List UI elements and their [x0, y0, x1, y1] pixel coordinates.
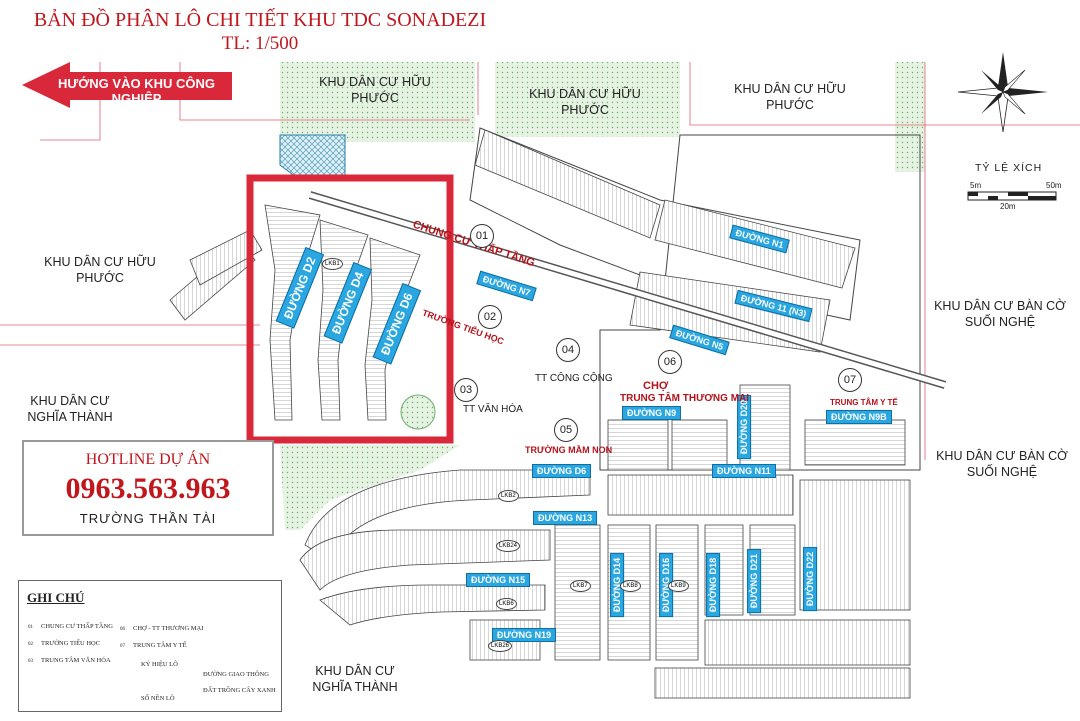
legend-item-cho: CHỢ - TT THƯƠNG MẠI: [133, 625, 204, 632]
road-label-d22: ĐƯỜNG D22: [803, 546, 818, 612]
zone-nghia-thanh-1: KHU DÂN CƯ NGHĨA THÀNH: [10, 393, 130, 425]
road-label-n9: ĐƯỜNG N9: [622, 406, 682, 420]
zone-ban-co-2-line2: SUỐI NGHỆ: [966, 465, 1038, 479]
road-label-n19: ĐƯỜNG N19: [492, 628, 557, 642]
road-label-n9b: ĐƯỜNG N9B: [826, 410, 892, 424]
legend-code-01: 01: [28, 625, 33, 630]
label-cho: CHỢ: [643, 380, 669, 392]
hotline-label: HOTLINE DỰ ÁN: [85, 451, 211, 468]
road-label-n13: ĐƯỜNG N13: [533, 511, 598, 525]
zone-huu-phuoc-3: KHU DÂN CƯ HỮU PHƯỚC: [734, 82, 846, 112]
legend-item-y-te: TRUNG TÂM Y TẾ: [133, 642, 187, 649]
legend-code-06: 06: [120, 627, 125, 632]
lot-label-lkb24: LKB24: [496, 540, 521, 552]
zone-huu-phuoc-1: KHU DÂN CƯ HỮU PHƯỚC: [319, 75, 431, 105]
zone-nghia-thanh-1-line1: KHU DÂN CƯ: [30, 394, 110, 408]
zone-ban-co-2: KHU DÂN CƯ BÀN CỜ SUỐI NGHỆ: [932, 448, 1072, 480]
label-tt-thuong-mai: TRUNG TÂM THƯƠNG MẠI: [620, 393, 750, 404]
lot-label-lkb26: LKB26: [488, 640, 513, 652]
map-scale-text: TL: 1/500: [221, 33, 299, 54]
legend-item-ky-hieu-lo: KÝ HIỆU LÔ: [141, 661, 178, 668]
marker-06: 06: [658, 350, 682, 374]
marker-04: 04: [556, 338, 580, 362]
label-tt-cong-cong: TT CÔNG CỘNG: [535, 373, 613, 384]
scale-title: TỶ LỆ XÍCH: [975, 162, 1043, 174]
scale-bar: [967, 191, 1057, 201]
legend-code-07: 07: [120, 644, 125, 649]
lot-block-top: [474, 129, 661, 239]
road-label-d21: ĐƯỜNG D21: [747, 548, 762, 614]
zone-ban-co-2-line1: KHU DÂN CƯ BÀN CỜ: [936, 449, 1068, 463]
zone-nghia-thanh-2-line1: KHU DÂN CƯ: [315, 664, 395, 678]
legend-item-cay-xanh: ĐẤT TRỒNG CÂY XANH: [203, 687, 276, 694]
compass-icon: [957, 52, 1048, 133]
marker-05: 05: [554, 418, 578, 442]
green-area-top-mid: [495, 62, 680, 137]
legend-item-van-hoa: TRUNG TÂM VĂN HÓA: [41, 657, 111, 664]
road-label-n15: ĐƯỜNG N15: [466, 573, 531, 587]
lot-label-lkb7: LKB7: [570, 580, 591, 592]
marker-03: 03: [454, 378, 478, 402]
lot-label-lkb8: LKB8: [620, 580, 641, 592]
scale-tick-20m: 20m: [1000, 202, 1016, 211]
marker-02: 02: [478, 305, 502, 329]
highlight-box[interactable]: [246, 174, 454, 444]
zone-huu-phuoc-left: KHU DÂN CƯ HỮU PHƯỚC: [44, 255, 156, 285]
map-title: BẢN ĐỒ PHÂN LÔ CHI TIẾT KHU TDC SONADEZI…: [30, 8, 490, 56]
marker-07: 07: [838, 368, 862, 392]
green-area-bottom: [280, 445, 460, 530]
park-circle: [400, 394, 436, 430]
lot-label-lkb1: LKB1: [322, 258, 343, 270]
zone-ban-co-1-line1: KHU DÂN CƯ BÀN CỜ: [934, 299, 1066, 313]
zone-ban-co-1-line2: SUỐI NGHỆ: [964, 315, 1036, 329]
zone-ban-co-1: KHU DÂN CƯ BÀN CỜ SUỐI NGHỆ: [930, 298, 1070, 330]
map-title-line1: BẢN ĐỒ PHÂN LÔ CHI TIẾT KHU TDC SONADEZI: [33, 9, 487, 31]
green-area-top-left: [280, 62, 475, 142]
marker-01: 01: [470, 224, 494, 248]
direction-arrow: [22, 62, 232, 108]
zone-nghia-thanh-2-line2: NGHĨA THÀNH: [312, 680, 398, 694]
direction-arrow-label: HƯỚNG VÀO KHU CÔNG NGHIỆP: [58, 76, 215, 106]
lot-label-lkb9: LKB9: [668, 580, 689, 592]
legend-item-chung-cu: CHUNG CƯ THẤP TẦNG: [41, 623, 113, 630]
hotline-phone[interactable]: 0963.563.963: [65, 472, 231, 505]
legend-item-tieu-hoc: TRƯỜNG TIỂU HỌC: [41, 640, 101, 647]
lot-label-lkb6: LKB6: [496, 598, 517, 610]
scale-tick-50m: 50m: [1046, 181, 1062, 190]
road-label-d20: ĐƯỜNG D20: [737, 394, 752, 460]
zone-nghia-thanh-1-line2: NGHĨA THÀNH: [27, 410, 113, 424]
zone-huu-phuoc-2: KHU DÂN CƯ HỮU PHƯỚC: [529, 87, 641, 117]
label-truong-mam-non: TRƯỜNG MẦM NON: [525, 445, 613, 455]
label-trung-tam-y-te: TRUNG TÂM Y TẾ: [830, 398, 898, 407]
hotline-name: TRƯỜNG THẦN TÀI: [79, 511, 217, 526]
road-label-n11-lower: ĐƯỜNG N11: [712, 464, 776, 478]
legend-box: GHI CHÚ 01 02 03 06 07 CHUNG CƯ THẤP TẦN…: [18, 580, 282, 712]
legend-title: GHI CHÚ: [27, 590, 85, 605]
road-label-d6-lower: ĐƯỜNG D6: [532, 464, 592, 478]
label-tt-van-hoa: TT VĂN HÓA: [463, 404, 523, 415]
zone-nghia-thanh-2: KHU DÂN CƯ NGHĨA THÀNH: [300, 663, 410, 695]
scale-tick-5m: 5m: [970, 181, 982, 190]
legend-code-02: 02: [28, 642, 33, 647]
hotline-box: HOTLINE DỰ ÁN 0963.563.963 TRƯỜNG THẦN T…: [22, 440, 274, 536]
road-label-d18: ĐƯỜNG D18: [706, 552, 721, 618]
legend-item-duong: ĐƯỜNG GIAO THÔNG: [203, 671, 269, 678]
lot-label-lkb2: LKB2: [498, 490, 519, 502]
legend-item-so-nen: SỐ NỀN LÔ: [141, 695, 175, 702]
pond-area: [279, 134, 346, 181]
legend-code-03: 03: [28, 659, 33, 664]
